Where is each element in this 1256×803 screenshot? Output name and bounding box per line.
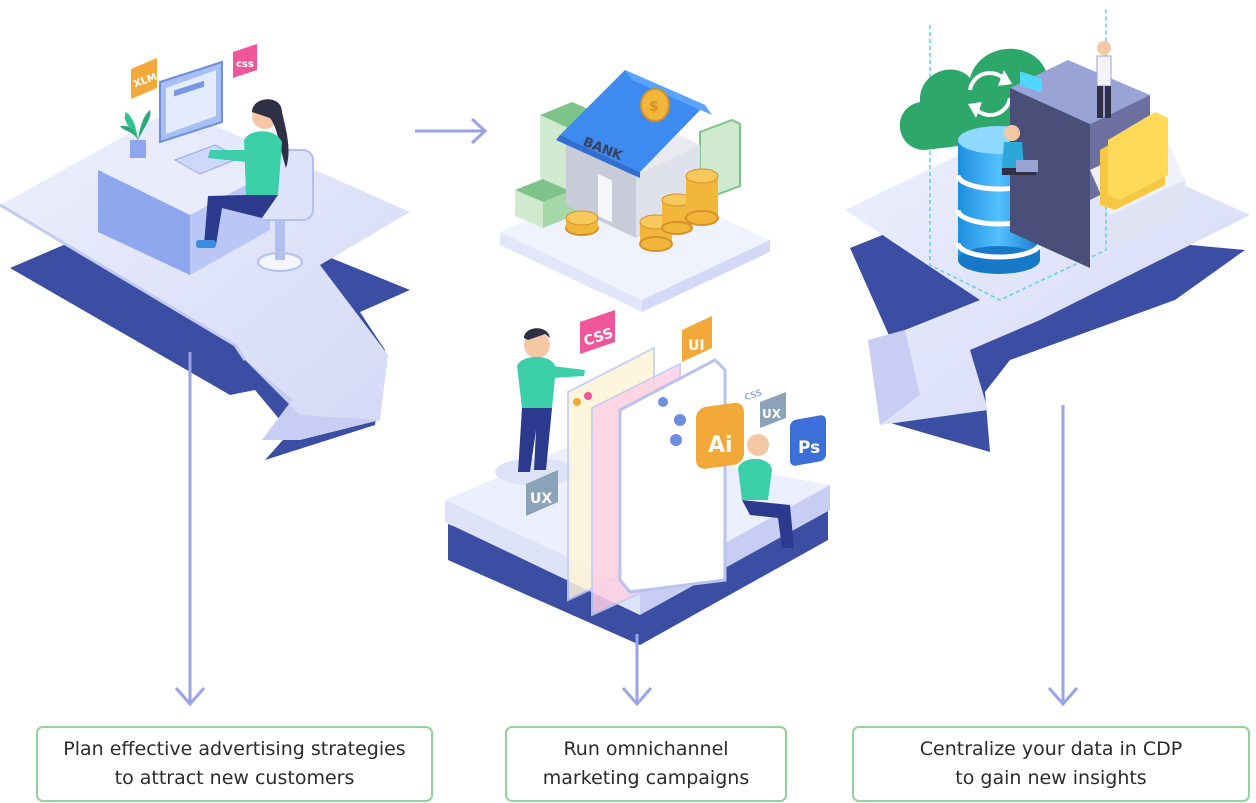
- ps-label: Ps: [798, 438, 820, 458]
- arrow-down-icon-left: [174, 352, 206, 707]
- coin-piles: [565, 168, 719, 252]
- caption-box-campaigns: Run omnichannel marketing campaigns: [505, 726, 787, 802]
- bank-platform: BANK $: [500, 70, 770, 312]
- arrow-down-icon-center: [621, 634, 653, 707]
- ui-badge: UI: [682, 316, 712, 362]
- left-platform: XLM css: [0, 44, 410, 460]
- ux-left-label: UX: [530, 491, 552, 507]
- caption-line: to gain new insights: [955, 767, 1147, 789]
- coin-icon: $: [640, 88, 670, 122]
- money-stack-left: [515, 102, 600, 228]
- ux-left-badge: UX: [526, 470, 558, 516]
- caption-line: Run omnichannel: [563, 738, 729, 760]
- caption-box-cdp: Centralize your data in CDP to gain new …: [852, 726, 1250, 802]
- xlm-badge: XLM: [131, 58, 159, 99]
- illustrator-ai-icon: Ai: [696, 402, 744, 469]
- sync-icon: [968, 70, 1012, 118]
- svg-text:$: $: [649, 99, 659, 115]
- caption-line: Plan effective advertising strategies: [63, 738, 406, 760]
- caption-line: to attract new customers: [114, 767, 355, 789]
- arrow-down-icon-right: [1047, 405, 1079, 707]
- arrow-right-icon: [415, 117, 488, 145]
- ui-label: UI: [688, 338, 705, 354]
- caption-line: marketing campaigns: [542, 767, 750, 789]
- ux-right-label: UX: [762, 407, 782, 421]
- ux-right-badge: UX: [760, 392, 786, 428]
- photoshop-ps-icon: Ps: [790, 415, 826, 466]
- css-tiny-label: css: [743, 385, 764, 403]
- css-small-badge: css: [233, 44, 257, 78]
- ai-label: Ai: [708, 433, 733, 458]
- caption-line: Centralize your data in CDP: [919, 738, 1183, 760]
- center-platform: CSS UI UX css UX Ai Ps: [445, 310, 830, 645]
- caption-box-advertising: Plan effective advertising strategies to…: [36, 726, 433, 802]
- css-big-badge: CSS: [580, 310, 615, 354]
- css-small-label: css: [236, 59, 254, 70]
- right-platform: [845, 8, 1250, 452]
- plant-icon: [120, 110, 151, 158]
